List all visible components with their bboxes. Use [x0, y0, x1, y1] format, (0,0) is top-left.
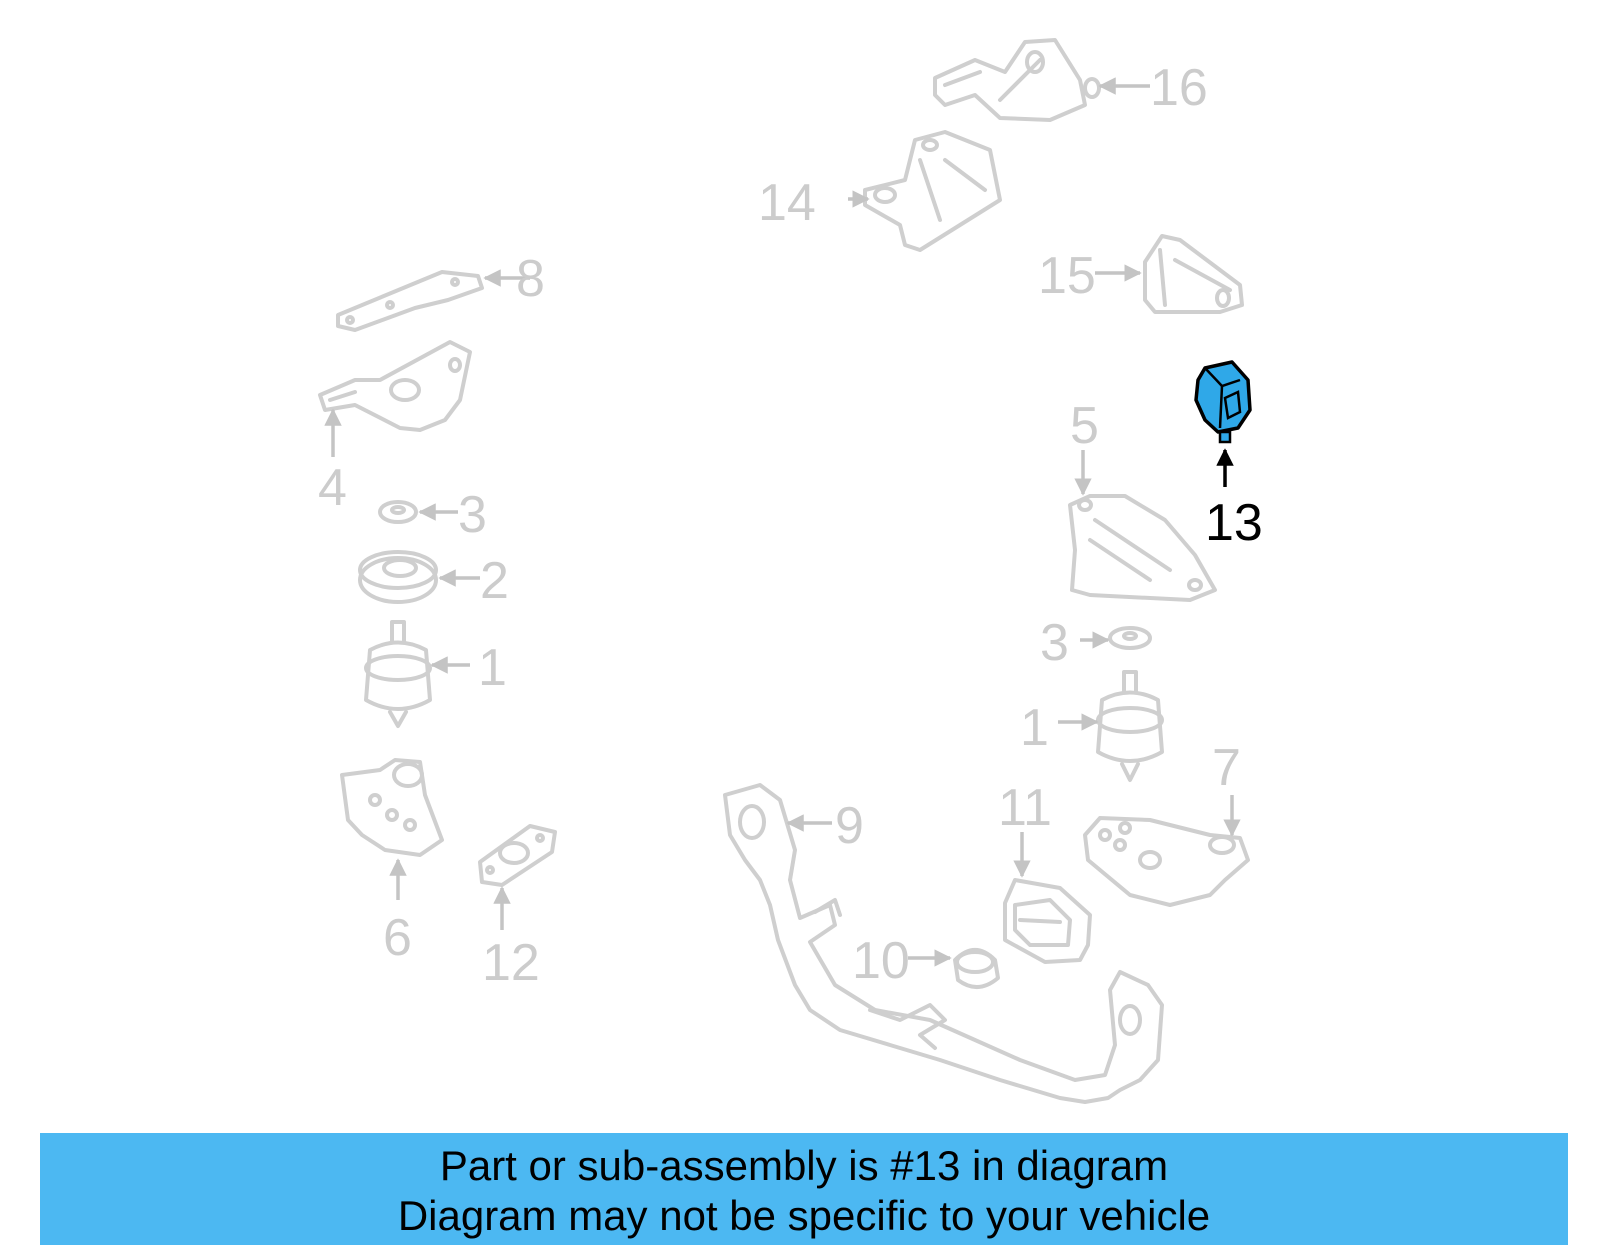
callout-10: 10 [852, 932, 910, 990]
callout-5: 5 [1070, 397, 1099, 455]
info-banner: Part or sub-assembly is #13 in diagram D… [40, 1133, 1568, 1245]
part-3-washer-left[interactable] [378, 500, 418, 524]
part-3-washer-right[interactable] [1108, 626, 1152, 650]
part-2-ring[interactable] [358, 550, 438, 604]
callout-13: 13 [1205, 494, 1263, 552]
callout-7: 7 [1212, 739, 1241, 797]
callout-14: 14 [758, 174, 816, 232]
part-13-mount[interactable] [1194, 360, 1252, 444]
part-9-crossmember[interactable] [723, 783, 1164, 1104]
part-1-mount-left[interactable] [364, 620, 432, 728]
part-12-mount[interactable] [478, 824, 557, 887]
callout-16: 16 [1150, 59, 1208, 117]
part-6-bracket[interactable] [340, 758, 444, 857]
callout-4: 4 [318, 459, 347, 517]
callout-6: 6 [383, 909, 412, 967]
callout-8: 8 [516, 250, 545, 308]
part-8-strip[interactable] [336, 270, 484, 332]
part-4-bracket[interactable] [318, 340, 472, 432]
part-7-bracket[interactable] [1083, 816, 1250, 907]
part-16-bracket[interactable] [933, 38, 1101, 122]
banner-line-part: Part or sub-assembly is #13 in diagram [439, 1142, 1169, 1189]
callout-11: 11 [998, 779, 1052, 837]
callout-15: 15 [1038, 247, 1096, 305]
part-11-mount-block[interactable] [1003, 878, 1092, 964]
callout-3-left: 3 [458, 486, 487, 544]
callout-2: 2 [480, 552, 509, 610]
banner-line-disclaimer: Diagram may not be specific to your vehi… [397, 1192, 1211, 1239]
part-15-bracket[interactable] [1143, 234, 1244, 314]
callout-1-right: 1 [1020, 699, 1049, 757]
part-1-mount-right[interactable] [1096, 670, 1164, 782]
callout-9: 9 [835, 797, 864, 855]
part-10-bushing[interactable] [953, 948, 1000, 989]
callout-1-left: 1 [478, 639, 507, 697]
callout-3-right: 3 [1040, 614, 1069, 672]
callout-12: 12 [482, 934, 540, 992]
part-5-bracket[interactable] [1068, 494, 1217, 602]
part-14-bracket[interactable] [863, 130, 1002, 252]
